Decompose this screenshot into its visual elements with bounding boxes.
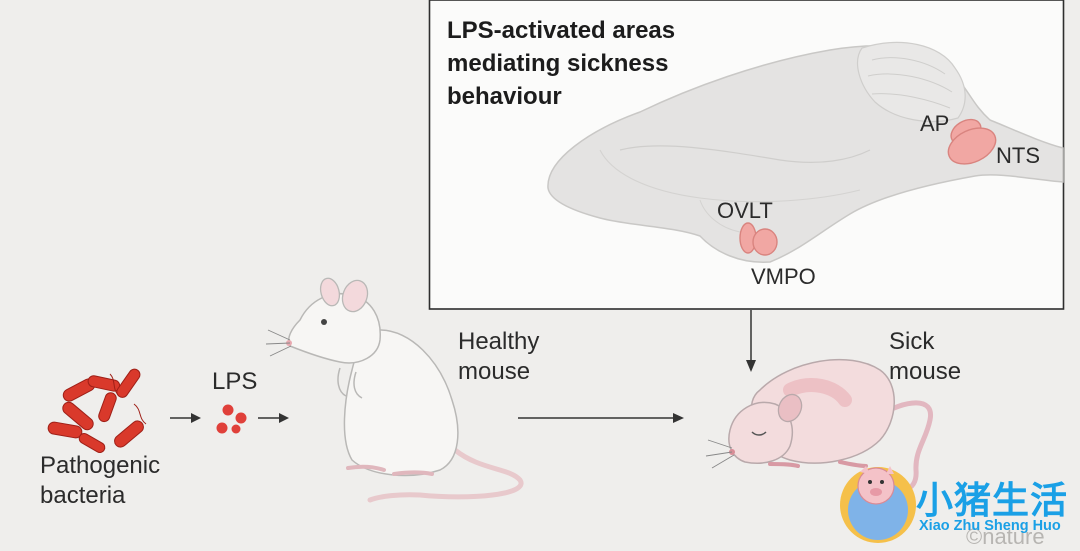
nts-region — [947, 127, 997, 165]
bacteria-icon — [47, 368, 144, 453]
healthy-mouse-icon — [265, 277, 524, 503]
lps-molecules-icon — [216, 404, 247, 434]
inset-title: LPS-activated areas mediating sickness b… — [447, 17, 676, 110]
sick-mouse-label: Sick mouse — [889, 328, 962, 385]
pig-mascot-icon — [840, 466, 916, 543]
sick-mouse-icon — [705, 358, 933, 493]
ovlt-label: OVLT — [717, 198, 773, 223]
brain-icon — [547, 41, 1064, 263]
arrow-bacteria-to-lps — [170, 413, 201, 423]
bacteria-label: Pathogenic bacteria — [40, 452, 161, 509]
nature-credit: ©nature — [966, 524, 1045, 549]
inset-to-sick-arrow — [746, 310, 756, 372]
vmpo-label: VMPO — [751, 264, 816, 289]
watermark-chinese: 小猪生活 — [916, 479, 1068, 522]
nts-label: NTS — [996, 143, 1040, 168]
lps-label: LPS — [212, 368, 258, 395]
watermark-english: Xiao Zhu Sheng Huo — [919, 518, 1061, 534]
arrow-healthy-to-sick — [518, 413, 684, 423]
ap-label: AP — [920, 111, 950, 136]
arrow-lps-to-mouse — [258, 413, 289, 423]
vmpo-region — [752, 228, 778, 256]
healthy-mouse-label: Healthy mouse — [458, 328, 540, 385]
